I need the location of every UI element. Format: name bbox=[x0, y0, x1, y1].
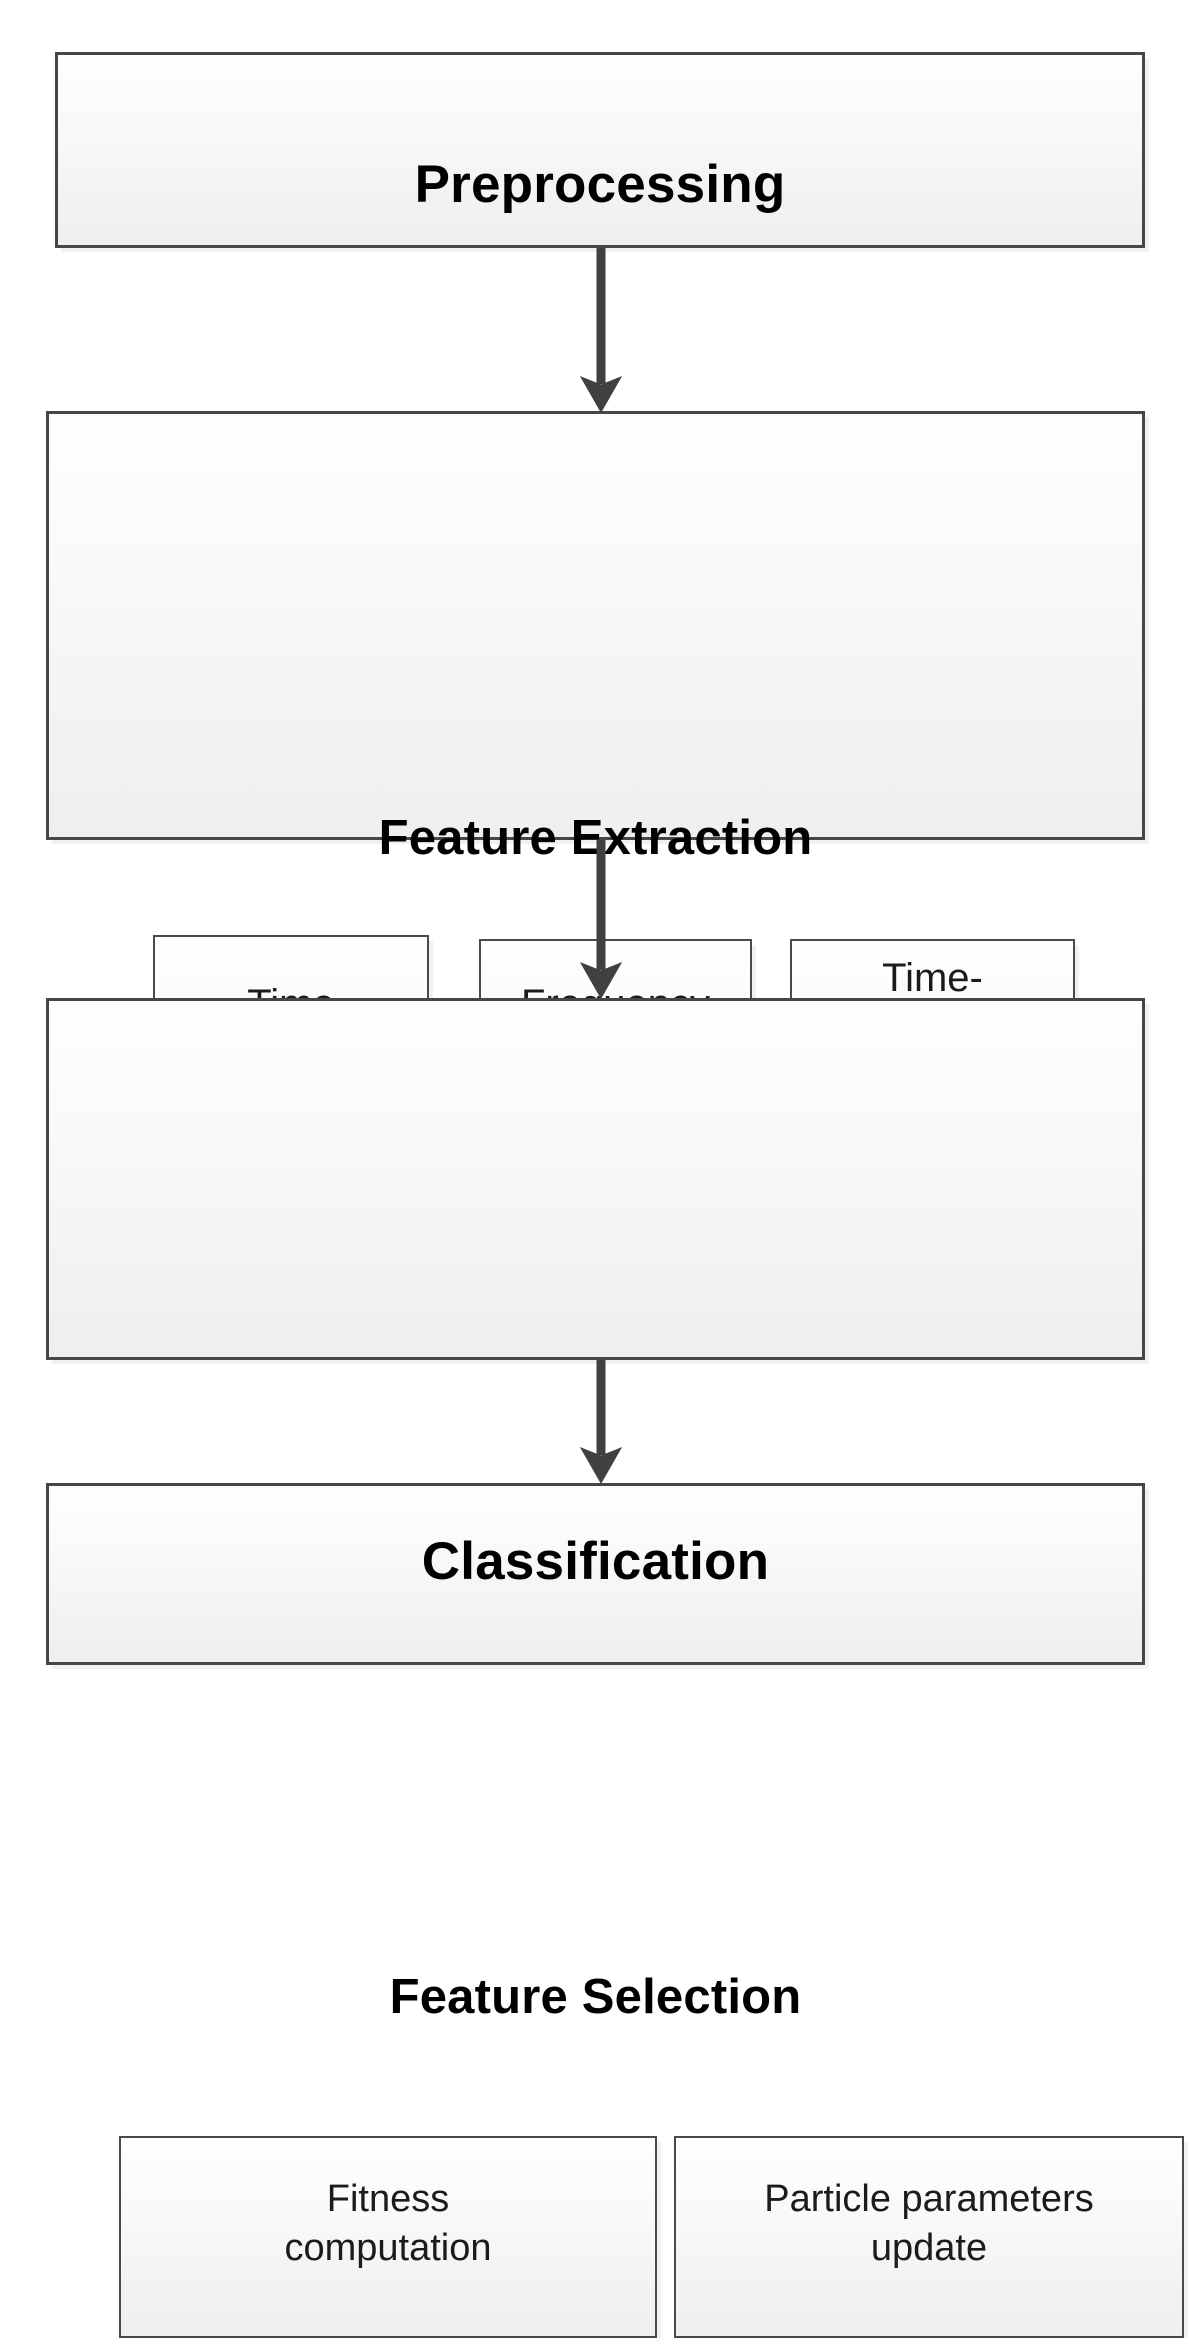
stage-title-feature-extraction: Feature Extraction bbox=[378, 811, 813, 865]
stage-box-feature-extraction: Feature Extraction Timedomain Frequencyd… bbox=[46, 411, 1145, 1232]
stage-title-preprocessing: Preprocessing bbox=[414, 155, 786, 214]
arrow-preprocessing-to-feature-extraction bbox=[579, 248, 623, 414]
stage-box-preprocessing: Preprocessing bbox=[55, 52, 1145, 248]
stage-box-classification: Classification bbox=[46, 1483, 1145, 1665]
stage-title-classification: Classification bbox=[421, 1532, 770, 1591]
arrow-feature-selection-to-classification bbox=[579, 1360, 623, 1485]
flowchart-diagram: Preprocessing Feature Extraction Timedom… bbox=[46, 52, 1184, 2338]
stage-title-feature-selection: Feature Selection bbox=[389, 1970, 802, 2024]
